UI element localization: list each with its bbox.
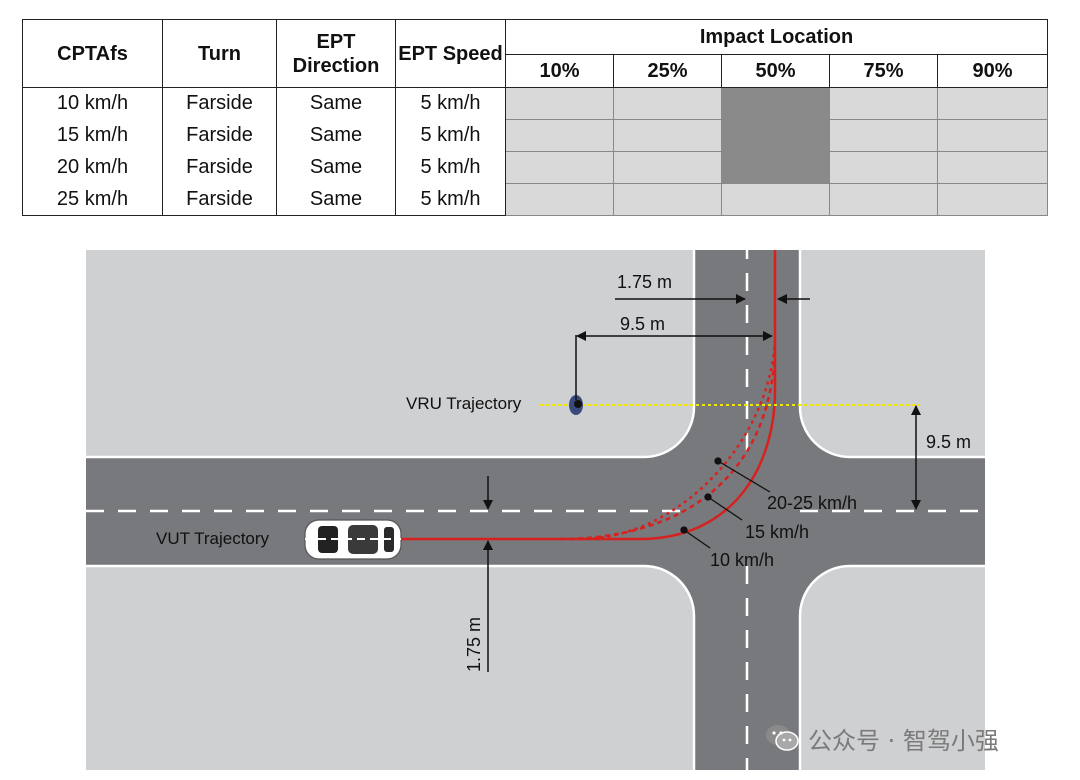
cell-ept-speed: 5 km/h	[395, 183, 506, 216]
header-impact-location: Impact Location	[504, 19, 1049, 55]
impact-cell	[613, 87, 722, 120]
header-ept-direction: EPT Direction	[276, 19, 396, 88]
impact-cell	[721, 87, 830, 120]
impact-cell	[829, 183, 938, 216]
header-impact-90: 90%	[936, 54, 1049, 88]
road	[86, 250, 985, 770]
impact-cell	[721, 119, 830, 152]
header-ept-speed: EPT Speed	[395, 19, 506, 88]
impact-cell	[936, 183, 1049, 216]
impact-cell	[613, 119, 722, 152]
cell-turn: Farside	[162, 87, 277, 120]
cell-speed: 10 km/h	[22, 87, 163, 120]
vut-trajectory-label: VUT Trajectory	[156, 529, 270, 548]
pedestrian-icon	[569, 395, 583, 415]
lane-markings	[86, 241, 985, 770]
cell-ept-speed: 5 km/h	[395, 151, 506, 184]
cell-turn: Farside	[162, 119, 277, 152]
impact-cell	[721, 151, 830, 184]
scenario-table: CPTAfs Turn EPT Direction EPT Speed Impa…	[22, 19, 1049, 216]
cell-speed: 25 km/h	[22, 183, 163, 216]
impact-cell	[721, 183, 830, 216]
header-impact-25: 25%	[613, 54, 722, 88]
cell-speed: 15 km/h	[22, 119, 163, 152]
ground-area	[86, 250, 985, 770]
dimension-distance	[575, 331, 773, 400]
table-row: 10 km/h Farside Same 5 km/h	[22, 87, 1049, 120]
impact-cell	[505, 183, 614, 216]
impact-cell	[829, 87, 938, 120]
dimension-distance-label: 9.5 m	[620, 314, 665, 334]
trajectory-20-25kmh	[579, 339, 777, 541]
cell-ept-speed: 5 km/h	[395, 119, 506, 152]
header-impact-10: 10%	[505, 54, 614, 88]
header-cptafs: CPTAfs	[22, 19, 163, 88]
dimension-vertical-label: 1.75 m	[464, 617, 484, 672]
curb-lines	[86, 250, 985, 770]
impact-cell	[613, 183, 722, 216]
table-row: 20 km/h Farside Same 5 km/h	[22, 151, 1049, 184]
cell-direction: Same	[276, 87, 396, 120]
wechat-icon	[766, 725, 799, 751]
table-row: 25 km/h Farside Same 5 km/h	[22, 183, 1049, 216]
car-icon	[304, 519, 402, 560]
trajectory-15kmh	[559, 339, 777, 541]
header-impact-50: 50%	[721, 54, 830, 88]
impact-cell	[613, 151, 722, 184]
impact-cell	[829, 119, 938, 152]
header-turn: Turn	[162, 19, 277, 88]
cell-direction: Same	[276, 151, 396, 184]
speed-label-15: 15 km/h	[745, 522, 809, 542]
cell-direction: Same	[276, 183, 396, 216]
trajectory-10kmh	[400, 250, 777, 541]
cell-turn: Farside	[162, 151, 277, 184]
impact-cell	[505, 119, 614, 152]
dimension-lateral-label: 1.75 m	[617, 272, 672, 292]
watermark: 公众号 · 智驾小强	[764, 719, 999, 757]
impact-cell	[505, 151, 614, 184]
vru-trajectory-label: VRU Trajectory	[406, 394, 522, 413]
impact-cell	[505, 87, 614, 120]
cell-turn: Farside	[162, 183, 277, 216]
cell-direction: Same	[276, 119, 396, 152]
impact-cell	[829, 151, 938, 184]
watermark-text: 公众号 · 智驾小强	[808, 726, 999, 755]
table-row: 15 km/h Farside Same 5 km/h	[22, 119, 1049, 152]
cell-ept-speed: 5 km/h	[395, 87, 506, 120]
impact-cell	[936, 119, 1049, 152]
impact-cell	[936, 151, 1049, 184]
speed-label-20-25: 20-25 km/h	[767, 493, 857, 513]
vut-trajectories	[400, 250, 777, 541]
speed-label-leaders	[680, 457, 771, 549]
cell-speed: 20 km/h	[22, 151, 163, 184]
header-impact-75: 75%	[829, 54, 938, 88]
dimension-right-label: 9.5 m	[926, 432, 971, 452]
impact-cell	[936, 87, 1049, 120]
speed-label-10: 10 km/h	[710, 550, 774, 570]
